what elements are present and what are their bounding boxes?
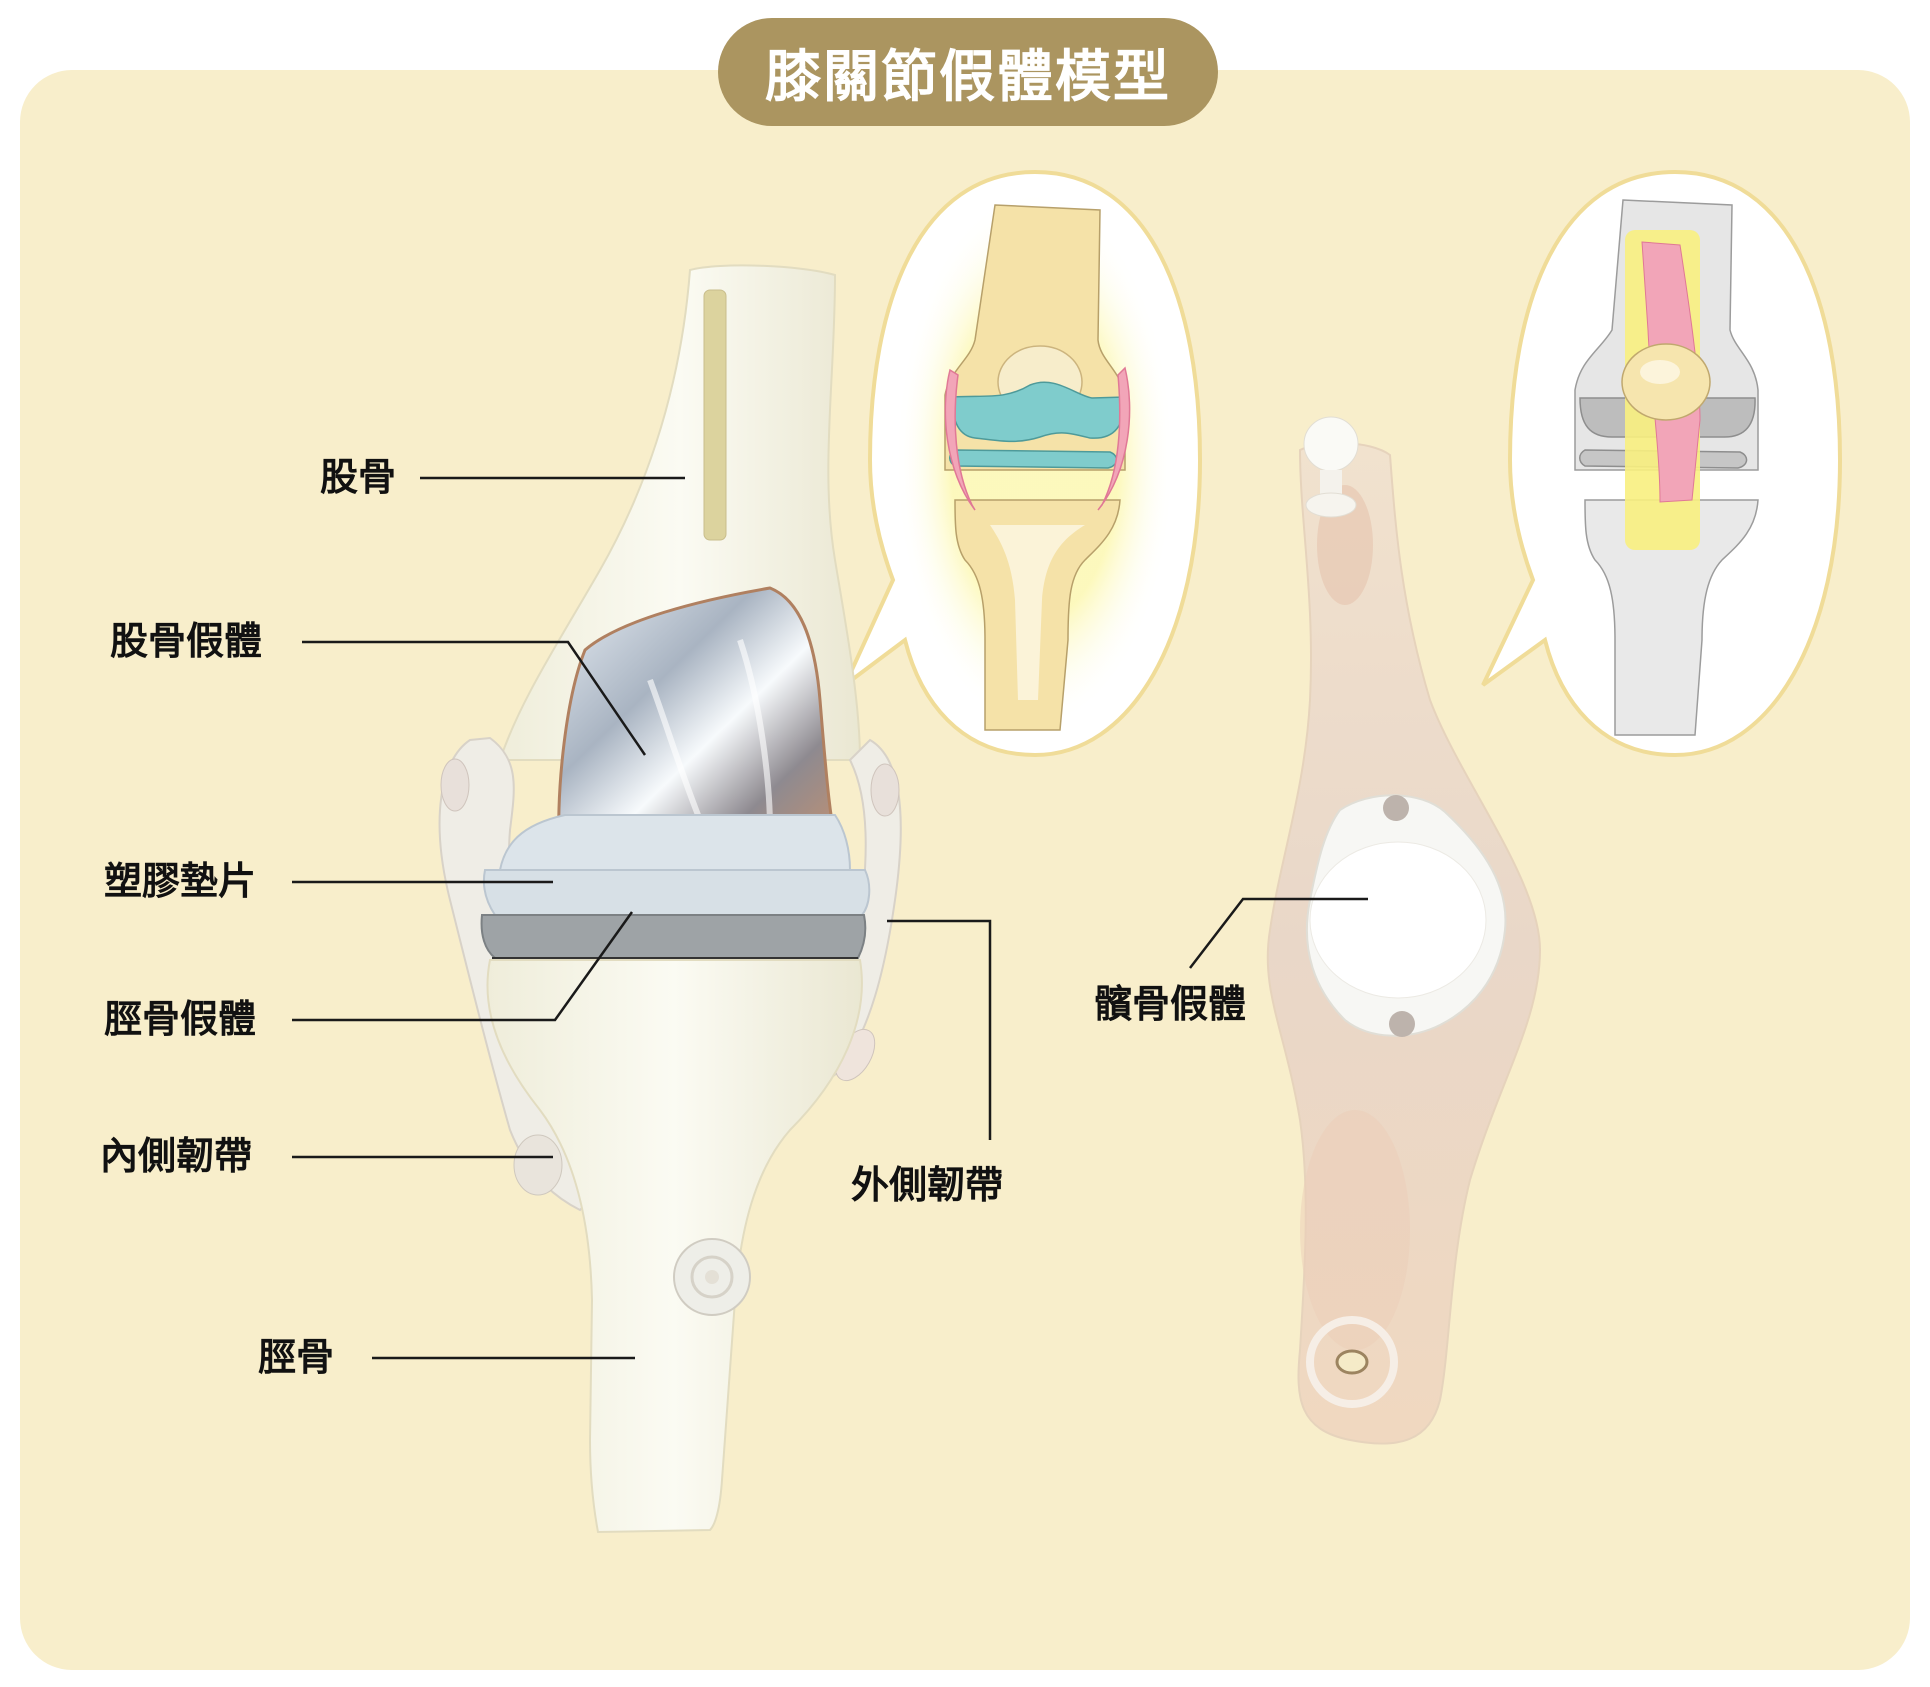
label-plastic-insert: 塑膠墊片 bbox=[104, 859, 257, 903]
label-patellar-component: 髕骨假體 bbox=[1094, 982, 1247, 1026]
leader-line-tibial-component bbox=[292, 911, 634, 1022]
knee-prosthesis-model bbox=[438, 264, 902, 1534]
leader-line-patellar-component bbox=[1189, 897, 1368, 969]
inset-bubble-patellar-tendon bbox=[1481, 169, 1843, 758]
page-title: 膝關節假體模型 bbox=[765, 44, 1171, 110]
patella-prosthesis-model bbox=[1266, 416, 1542, 1445]
leader-lines bbox=[292, 476, 1368, 1360]
label-lateral-ligament: 外側韌帶 bbox=[851, 1163, 1004, 1207]
leader-line-femoral-component bbox=[302, 640, 647, 756]
leader-line-lateral-ligament bbox=[887, 919, 992, 1140]
label-medial-ligament: 內側韌帶 bbox=[100, 1134, 253, 1178]
title-badge: 膝關節假體模型 bbox=[718, 18, 1218, 126]
label-femur: 股骨 bbox=[320, 455, 397, 499]
label-tibia: 脛骨 bbox=[258, 1335, 335, 1379]
label-femoral-component: 股骨假體 bbox=[110, 619, 263, 663]
label-tibial-component: 脛骨假體 bbox=[104, 997, 257, 1041]
inset-bubble-meniscus bbox=[843, 169, 1203, 758]
